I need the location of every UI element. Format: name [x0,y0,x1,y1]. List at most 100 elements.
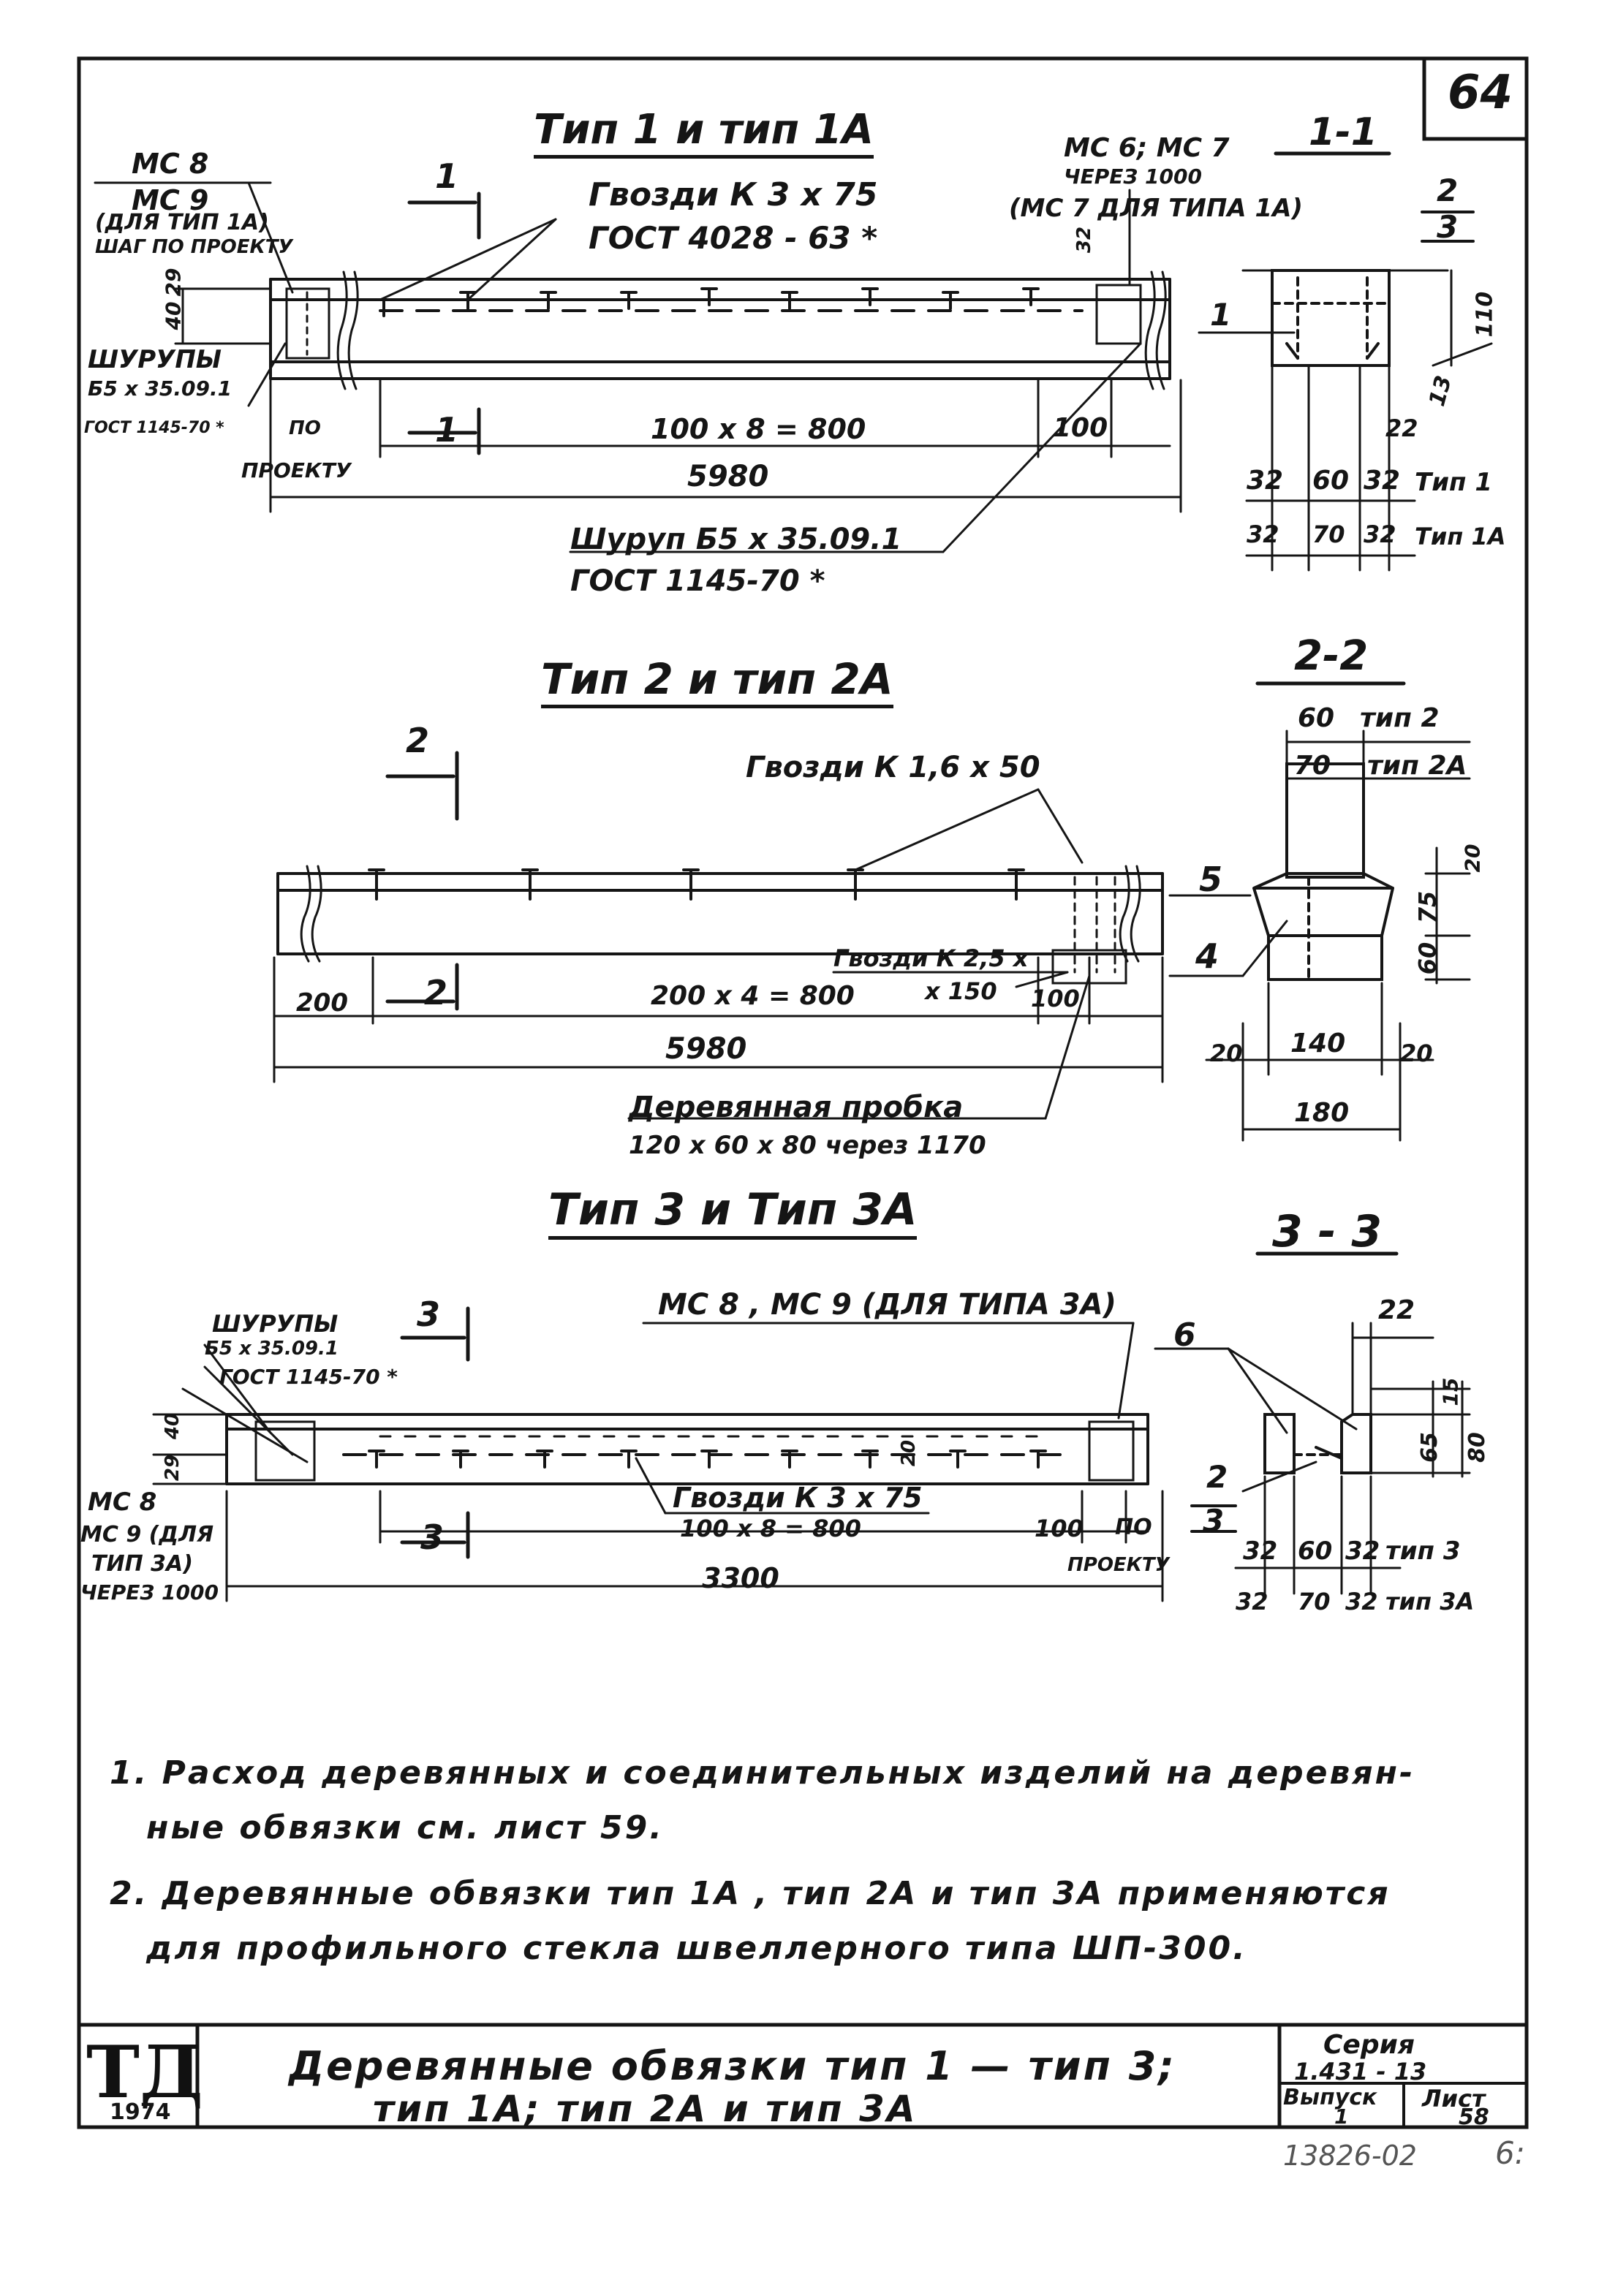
type1-dim-total: 5980 [687,460,769,493]
note-2-line2: для профильного стекла швеллерного типа … [146,1930,1247,1967]
type3-dimensions [152,1413,1164,1602]
section1-row2-c: 32 [1364,520,1396,548]
type3-nail-marks [368,1450,1047,1469]
section1-dim-110: 110 [1472,291,1498,338]
type2-dimensions [273,956,1164,1083]
type2-section-cut [385,751,459,1011]
section1-row2-b: 70 [1312,520,1345,548]
section2-dim-20-left: 20 [1210,1039,1243,1067]
section3-row2-b: 70 [1298,1588,1331,1615]
section3-callout-3: 3 [1203,1503,1225,1539]
type1-screws-gost: ГОСТ 1145-70 * [84,419,224,437]
section1-callout-3: 3 [1437,209,1459,245]
note-2-line1: 2. Деревянные обвязки тип 1А , тип 2А и … [110,1875,1391,1912]
type1-ms9-note2: ШАГ ПО ПРОЕКТУ [95,236,293,258]
page-number-box [1422,56,1529,141]
section3-dim-22: 22 [1378,1295,1415,1325]
archive-stamp: 13826-02 [1283,2140,1417,2172]
titleblock-title-line2: тип 1А; тип 2А и тип 3А [373,2088,918,2130]
titleblock-series-label: Серия [1323,2030,1415,2060]
type1-ms67-note2: (МС 7 ДЛЯ ТИПА 1А) [1009,194,1303,223]
note-1-line1: 1. Расход деревянных и соединительных из… [110,1754,1415,1792]
titleblock-sheet-label: Лист [1422,2085,1486,2113]
type1-section-mark-top: 1 [435,156,459,196]
type1-screws-label: ШУРУПЫ [88,345,222,374]
section2-title: 2-2 [1294,632,1369,680]
section2-callout-4: 4 [1195,936,1220,976]
section2-drawing [1168,681,1471,1142]
titleblock-issue-value: 1 [1334,2104,1349,2129]
type1-ms9-label: МС 9 [132,184,209,216]
section2-dim-60-right: 60 [1413,941,1442,975]
type1-ms8-label: МС 8 [132,148,209,180]
section3-row1-c: 32 [1345,1537,1380,1566]
titleblock-title-line1: Деревянные обвязки тип 1 — тип 3; [289,2043,1176,2089]
type1-title: Тип 1 и тип 1А [534,110,874,159]
section2-dim-75: 75 [1413,890,1442,924]
section1-row1-c: 32 [1364,466,1401,496]
section3-callout-2: 2 [1206,1459,1228,1495]
type3-nails-label: Гвозди К 3 х 75 [673,1482,923,1514]
type3-screws-label: ШУРУПЫ [212,1310,339,1338]
type2-dim-100: 100 [1031,985,1080,1012]
type1-dim-40: 40 [161,301,186,330]
section3-dim-65: 65 [1416,1432,1442,1463]
type3-ms9-line2: ТИП 3А) [91,1551,193,1577]
section1-callout-1: 1 [1210,297,1232,333]
type2-dim-pitch: 200 х 4 = 800 [651,981,855,1011]
type3-ms-label: МС 8 , МС 9 (ДЛЯ ТИПА 3А) [658,1288,1116,1322]
type3-dim-100: 100 [1035,1515,1084,1542]
type2-title: Тип 2 и тип 2А [541,658,893,708]
type3-ms9-line3: ЧЕРЕЗ 1000 [80,1580,219,1604]
type1-ms9-note1: (ДЛЯ ТИП 1А) [95,210,269,235]
type1-leaders [94,181,1142,553]
type1-section-mark-bottom: 1 [435,410,459,450]
section3-row1-a: 32 [1243,1537,1278,1566]
type3-by-project2: ПРОЕКТУ [1067,1554,1170,1576]
type3-dim-20: 20 [898,1439,920,1467]
type1-beam [269,270,1171,390]
sheet-frame [77,56,1529,2129]
archive-stamp-mark: 6: [1495,2135,1525,2171]
type1-screws-spec: Б5 х 35.09.1 [88,376,232,401]
type3-ms8-label: МС 8 [88,1488,157,1517]
type2-beam [276,865,1164,985]
type2-section-mark-bottom: 2 [424,973,448,1012]
type2-nails-label: Гвозди К 1,6 х 50 [746,751,1040,784]
type1-dim-32: 32 [1073,226,1096,254]
type2-plug-spec: 120 х 60 х 80 через 1170 [629,1131,986,1160]
page-number: 64 [1448,66,1513,120]
section1-row2-label: Тип 1А [1415,523,1506,550]
type1-dim-pitch: 100 х 8 = 800 [651,413,866,445]
type3-section-mark-top: 3 [417,1295,441,1334]
type1-nail-marks [375,287,1040,317]
titleblock-sheet-value: 58 [1459,2104,1489,2130]
type1-by-project2: ПРОЕКТУ [241,458,352,482]
section2-dim-70: 70 [1294,751,1331,781]
type1-nails-label: Гвозди К 3 х 75 [589,176,878,213]
section2-label-type2a: тип 2А [1367,751,1467,781]
section1-row2-a: 32 [1247,520,1279,548]
section2-dim-140: 140 [1290,1028,1346,1058]
type3-by-project: ПО [1115,1515,1152,1540]
type3-screws-gost: ГОСТ 1145-70 * [219,1365,398,1389]
section1-callout-2: 2 [1437,173,1459,208]
type3-section-cut [400,1306,470,1559]
type3-dim-total: 3300 [702,1562,779,1594]
type1-dim-29: 29 [161,268,186,297]
section3-row1-b: 60 [1298,1537,1333,1566]
type2-dim-200: 200 [296,988,348,1018]
section1-row1-b: 60 [1312,466,1350,496]
section2-dim-20-top: 20 [1460,844,1485,873]
type1-dimensions [174,287,1182,513]
type3-title: Тип 3 и Тип 3А [548,1188,918,1240]
type1-nails-gost: ГОСТ 4028 - 63 * [589,220,878,256]
section3-callout-6: 6 [1173,1316,1196,1354]
section1-dim-22: 22 [1385,414,1418,442]
type2-leaders [627,788,1091,1120]
section2-dim-60: 60 [1298,703,1335,733]
type2-dim-total: 5980 [665,1032,747,1066]
section3-drawing [1154,1251,1471,1595]
section1-row1-a: 32 [1247,466,1284,496]
